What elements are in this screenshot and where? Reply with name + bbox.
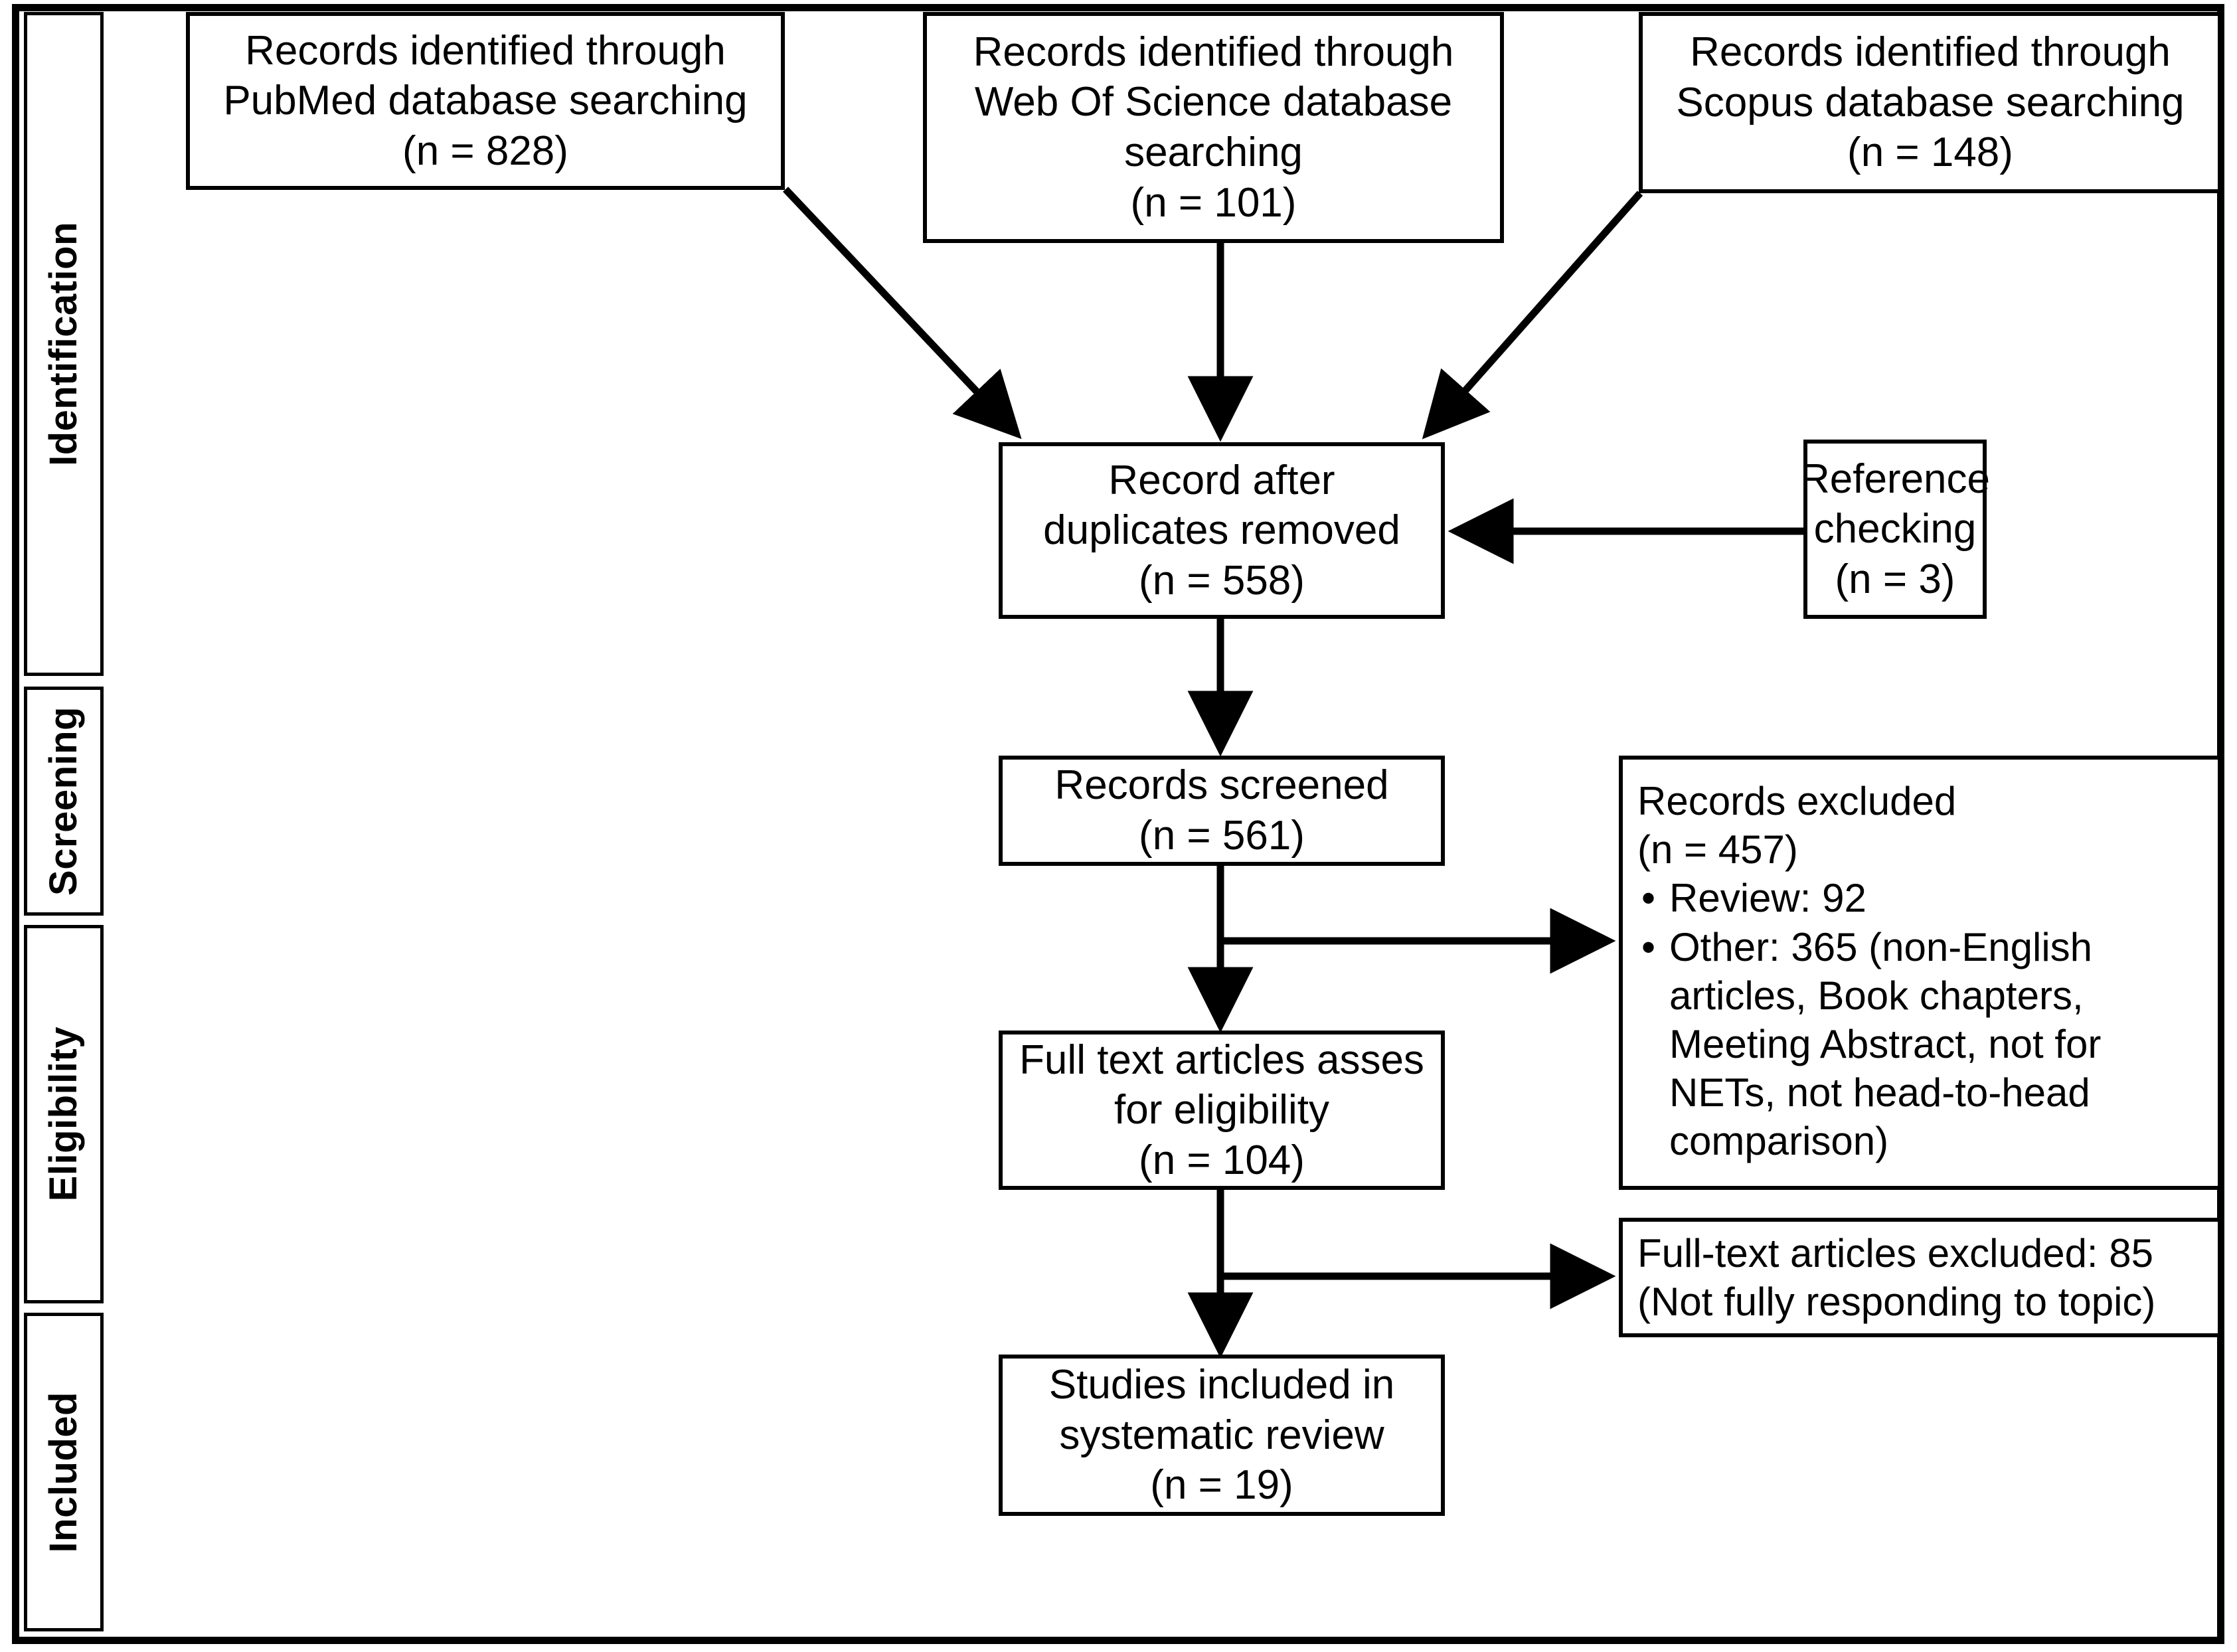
reference-checking-line-1: Reference bbox=[1799, 455, 1991, 502]
pubmed-line-1: Records identified through bbox=[245, 27, 726, 74]
node-records-screened: Records screened (n = 561) bbox=[999, 756, 1445, 866]
node-scopus-records: Records identified through Scopus databa… bbox=[1639, 12, 2222, 193]
records-screened-line-1: Records screened bbox=[1054, 762, 1389, 809]
duplicates-count: (n = 558) bbox=[1139, 557, 1305, 604]
records-excluded-reason-other: Other: 365 (non-English articles, Book c… bbox=[1637, 923, 2203, 1166]
stage-included: Included bbox=[24, 1313, 104, 1631]
reference-checking-line-2: checking bbox=[1813, 506, 1977, 552]
node-web-of-science-records: Records identified through Web Of Scienc… bbox=[923, 12, 1504, 243]
studies-included-line-1: Studies included in bbox=[1048, 1362, 1395, 1408]
stage-included-label: Included bbox=[42, 1391, 85, 1553]
stage-eligibility: Eligibility bbox=[24, 925, 104, 1303]
node-pubmed-records: Records identified through PubMed databa… bbox=[186, 12, 785, 190]
stage-eligibility-label: Eligibility bbox=[42, 1027, 85, 1202]
full-text-assessed-line-2: for eligibility bbox=[1114, 1087, 1329, 1133]
records-excluded-count: (n = 457) bbox=[1637, 827, 1798, 872]
duplicates-line-2: duplicates removed bbox=[1043, 507, 1400, 554]
studies-included-count: (n = 19) bbox=[1150, 1462, 1293, 1509]
wos-line-1: Records identified through bbox=[973, 29, 1454, 75]
wos-count: (n = 101) bbox=[1130, 179, 1297, 226]
records-excluded-reason-review: Review: 92 bbox=[1637, 874, 2203, 922]
full-text-assessed-line-1: Full text articles asses bbox=[1019, 1036, 1424, 1083]
records-excluded-line-1: Records excluded bbox=[1637, 779, 1957, 823]
full-text-assessed-count: (n = 104) bbox=[1139, 1137, 1305, 1183]
node-full-text-assessed: Full text articles asses for eligibility… bbox=[999, 1031, 1445, 1190]
stage-screening: Screening bbox=[24, 687, 104, 916]
reference-checking-count: (n = 3) bbox=[1835, 556, 1955, 602]
full-text-excluded-line-2: (Not fully responding to topic) bbox=[1637, 1280, 2156, 1324]
scopus-count: (n = 148) bbox=[1847, 129, 2013, 176]
duplicates-line-1: Record after bbox=[1108, 457, 1335, 503]
node-studies-included: Studies included in systematic review (n… bbox=[999, 1355, 1445, 1516]
studies-included-line-2: systematic review bbox=[1059, 1412, 1384, 1458]
node-records-after-duplicates: Record after duplicates removed (n = 558… bbox=[999, 442, 1445, 619]
full-text-excluded-line-1: Full-text articles excluded: 85 bbox=[1637, 1230, 2154, 1276]
node-records-excluded: Records excluded (n = 457) Review: 92 Ot… bbox=[1619, 756, 2222, 1190]
node-reference-checking: Reference checking (n = 3) bbox=[1799, 440, 1991, 619]
wos-line-3: searching bbox=[1124, 129, 1303, 175]
node-full-text-excluded: Full-text articles excluded: 85 (Not ful… bbox=[1619, 1218, 2222, 1337]
records-screened-count: (n = 561) bbox=[1139, 813, 1305, 859]
pubmed-line-2: PubMed database searching bbox=[223, 78, 748, 124]
wos-line-2: Web Of Science database bbox=[974, 79, 1453, 125]
scopus-line-2: Scopus database searching bbox=[1676, 79, 2185, 125]
stage-identification: Identification bbox=[24, 12, 104, 676]
records-excluded-reason-list: Review: 92 Other: 365 (non-English artic… bbox=[1637, 874, 2203, 1165]
pubmed-count: (n = 828) bbox=[402, 127, 568, 174]
stage-screening-label: Screening bbox=[42, 706, 85, 896]
scopus-line-1: Records identified through bbox=[1690, 29, 2171, 76]
stage-identification-label: Identification bbox=[42, 222, 85, 466]
